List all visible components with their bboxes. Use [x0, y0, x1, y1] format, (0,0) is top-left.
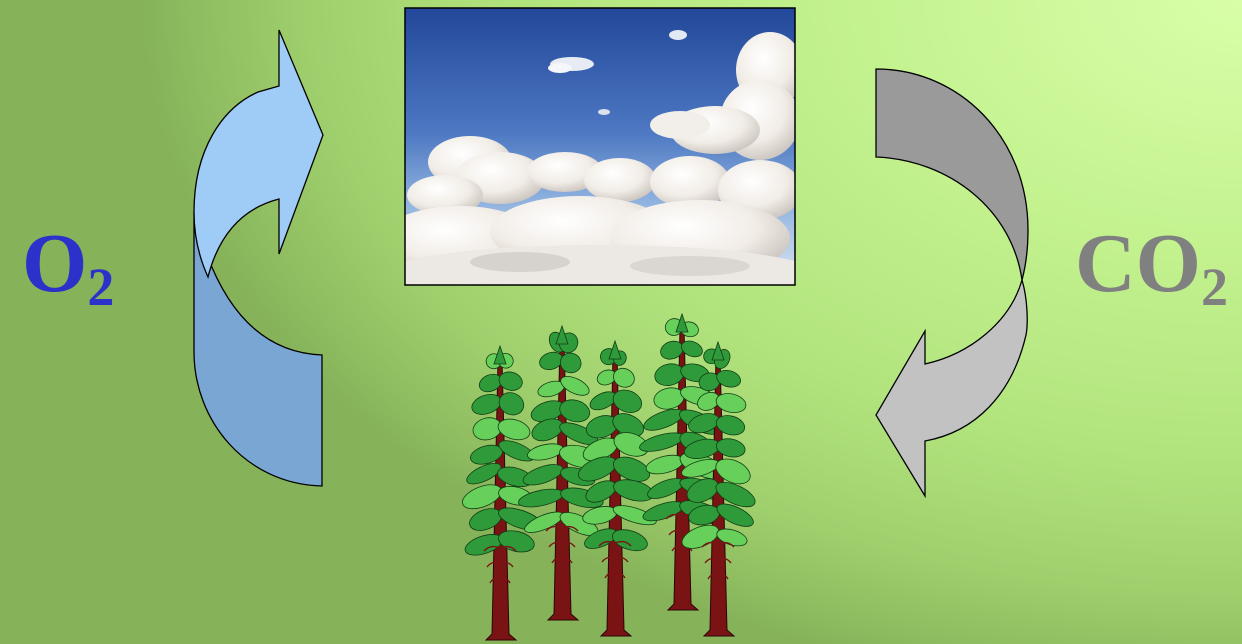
oxygen-subscript: 2: [87, 257, 114, 317]
co2-arrow-lower-band: [876, 280, 1027, 496]
oxygen-arrow-icon: [194, 30, 323, 486]
co2-label: CO2: [1075, 222, 1228, 306]
oxygen-symbol: O: [22, 217, 87, 310]
tree-icon: [575, 341, 658, 636]
sky-image: [380, 8, 820, 305]
co2-arrow-upper-band: [876, 69, 1028, 280]
co2-subscript: 2: [1201, 257, 1228, 317]
co2-symbol: CO: [1075, 217, 1201, 310]
oxygen-arrow-upper-band: [194, 30, 323, 277]
forest-image: [459, 314, 759, 640]
oxygen-label: O2: [22, 222, 114, 306]
co2-arrow-icon: [876, 69, 1028, 496]
